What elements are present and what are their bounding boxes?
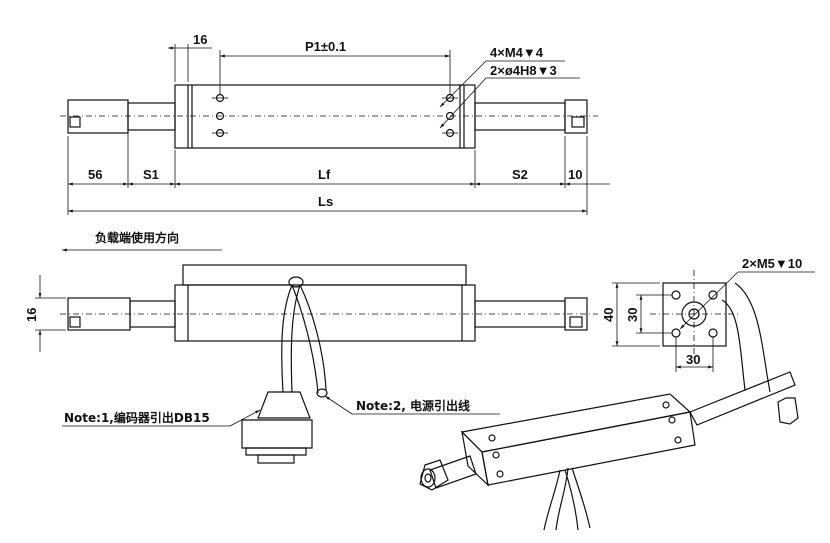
mount-hole	[671, 328, 681, 338]
note-1: Note:1,编码器引出DB15	[64, 410, 210, 425]
dim-30-horizontal: 30	[686, 352, 700, 367]
right-shaft-end	[564, 99, 588, 134]
isometric-view	[419, 371, 799, 531]
encoder-cable	[281, 284, 293, 393]
right-keyway-side	[569, 316, 583, 328]
left-shaft	[127, 102, 176, 131]
top-plate	[182, 264, 467, 286]
dim-p1: P1±0.1	[305, 39, 346, 54]
dim-10: 10	[568, 167, 582, 182]
center-bore	[681, 301, 707, 327]
callout-holes-pin: 2×ø4H8▼3	[490, 63, 557, 78]
load-direction-label: 负载端使用方向	[95, 230, 179, 245]
load-direction: 负载端使用方向	[62, 230, 222, 252]
note-2: Note:2, 电源引出线	[356, 398, 470, 413]
side-view: 16 Note:1,编码器引出DB15 Note:2, 电源引出线	[24, 264, 598, 464]
iso-body-top	[460, 393, 692, 453]
power-cable	[291, 284, 319, 394]
left-holes	[212, 93, 228, 138]
body-side	[174, 284, 476, 342]
db15-connector	[241, 391, 313, 464]
right-shaft	[474, 102, 566, 131]
left-keyway-side	[69, 316, 81, 328]
dim-40: 40	[601, 308, 616, 322]
right-shaft-keyway	[571, 116, 585, 128]
left-shaft-keyway	[69, 116, 81, 128]
dim-lf: Lf	[318, 167, 331, 182]
right-shaft-side	[564, 297, 588, 331]
right-holes	[442, 93, 458, 138]
dim-s2: S2	[512, 167, 528, 182]
top-view: 16 P1±0.1 4×M4▼4 2×ø4H8▼3 56 S1 Lf S2 10…	[60, 32, 610, 215]
mount-hole	[708, 290, 718, 300]
mount-hole	[671, 290, 681, 300]
dim-16-top: 16	[193, 32, 207, 47]
callout-m5: 2×M5▼10	[742, 256, 802, 271]
mount-hole	[708, 328, 718, 338]
dim-ls: Ls	[318, 194, 333, 209]
dim-s1: S1	[143, 167, 159, 182]
end-flange	[662, 282, 727, 347]
callout-holes-m4: 4×M4▼4	[490, 45, 544, 60]
dim-30-vertical: 30	[625, 308, 640, 322]
dim-56: 56	[88, 167, 102, 182]
end-view: 2×M5▼10 40 30 30	[601, 256, 815, 393]
dim-16-side: 16	[24, 308, 39, 322]
